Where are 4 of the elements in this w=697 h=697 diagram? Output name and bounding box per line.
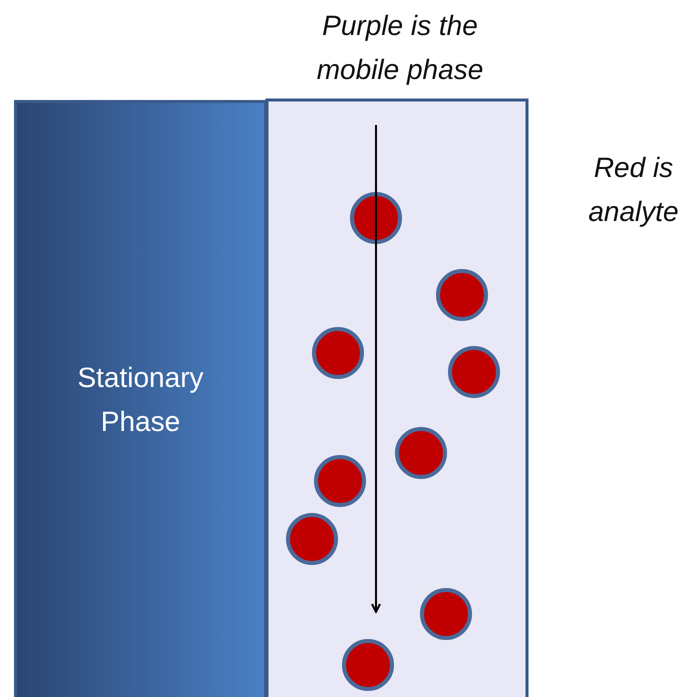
note-text: Red is analyte: [587, 151, 680, 229]
note-text: Purple is the mobile phase: [316, 9, 484, 87]
phase-label: Stationary Phase: [76, 361, 205, 439]
stationary-phase-block: [14, 100, 267, 697]
